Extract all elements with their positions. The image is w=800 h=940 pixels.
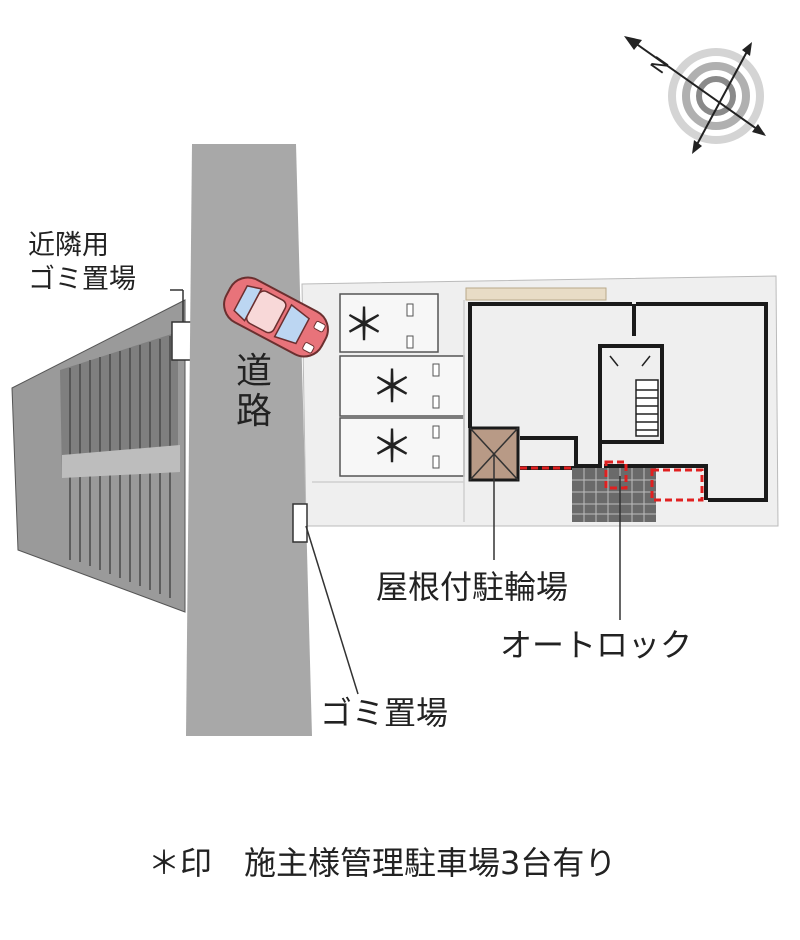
planter-strip [465,287,607,301]
neighbor-garbage-label-line2: ゴミ置場 [28,264,136,295]
garbage-box [292,503,308,543]
svg-text:N: N [645,52,673,78]
auto-lock-doors [520,460,704,502]
parking-note: ＊印 施主様管理駐車場3台有り [148,844,617,882]
parking-spaces [339,293,465,477]
parking-marker-1: ＊ [342,300,386,351]
neighbor-garbage-label-line1: 近隣用 [28,230,109,261]
entrance-tiles [572,468,656,522]
car-icon [223,276,329,358]
wheel-stops [406,303,440,469]
road [186,144,312,736]
parking-marker-2: ＊ [370,362,414,413]
compass-rose-icon: N [624,36,766,154]
bicycle-parking-label: 屋根付駐輪場 [376,568,569,606]
garbage-leader [305,525,359,695]
parking-marker-3: ＊ [370,422,414,473]
road-label: 道路 [235,351,272,432]
garbage-label: ゴミ置場 [320,694,449,732]
auto-lock-label: オートロック [500,626,693,664]
neighbor-building [11,299,186,613]
staircase [609,355,659,437]
